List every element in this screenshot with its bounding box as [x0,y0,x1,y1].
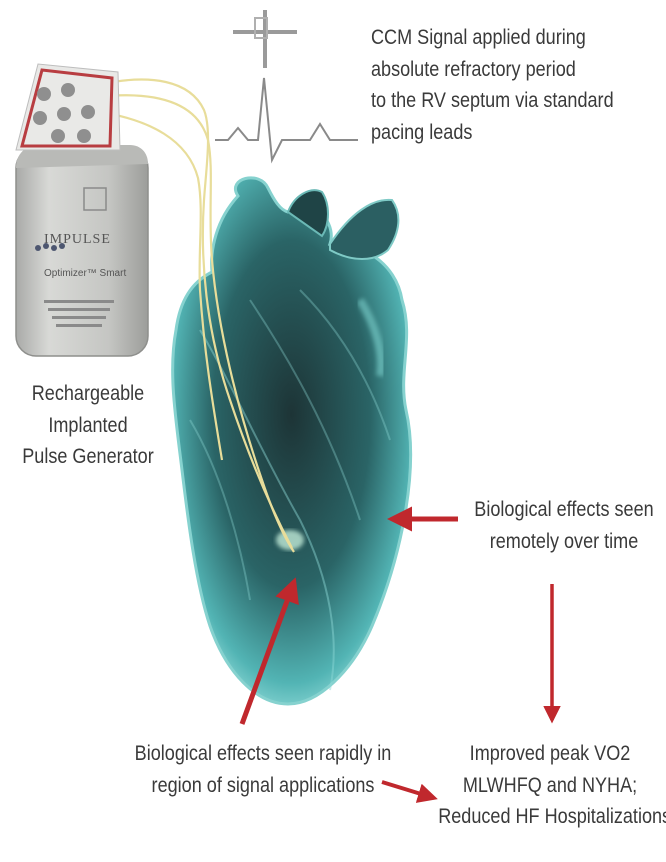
rapid-effects-label: Biological effects seen rapidly in regio… [130,738,397,801]
outcomes-line: Improved peak VO2 [438,738,662,770]
pulse-generator-device [16,64,148,356]
signal-note-line: pacing leads [371,117,614,149]
device-caption-line: Rechargeable [12,378,163,410]
rapid-effects-line: region of signal applications [130,770,397,802]
device-caption: Rechargeable Implanted Pulse Generator [12,378,163,473]
ccm-pulse-icon [233,10,297,68]
remote-effects-line: remotely over time [457,526,666,558]
signal-note-line: absolute refractory period [371,54,614,86]
rapid-effects-line: Biological effects seen rapidly in [130,738,397,770]
device-model: Optimizer™ Smart [44,268,126,279]
device-header [16,64,120,150]
device-caption-line: Pulse Generator [12,441,163,473]
signal-note-line: to the RV septum via standard [371,85,614,117]
device-brand: IMPULSE [44,232,111,248]
outcomes-line: Reduced HF Hospitalizations [438,801,662,833]
heart-illustration [173,178,411,704]
outcomes-line: MLWHFQ and NYHA; [438,770,662,802]
ecg-trace [215,10,358,160]
signal-note-line: CCM Signal applied during [371,22,614,54]
remote-effects-label: Biological effects seen remotely over ti… [457,494,666,557]
signal-note: CCM Signal applied during absolute refra… [371,22,614,148]
remote-effects-line: Biological effects seen [457,494,666,526]
device-caption-line: Implanted [12,410,163,442]
outcomes-label: Improved peak VO2 MLWHFQ and NYHA; Reduc… [438,738,662,833]
